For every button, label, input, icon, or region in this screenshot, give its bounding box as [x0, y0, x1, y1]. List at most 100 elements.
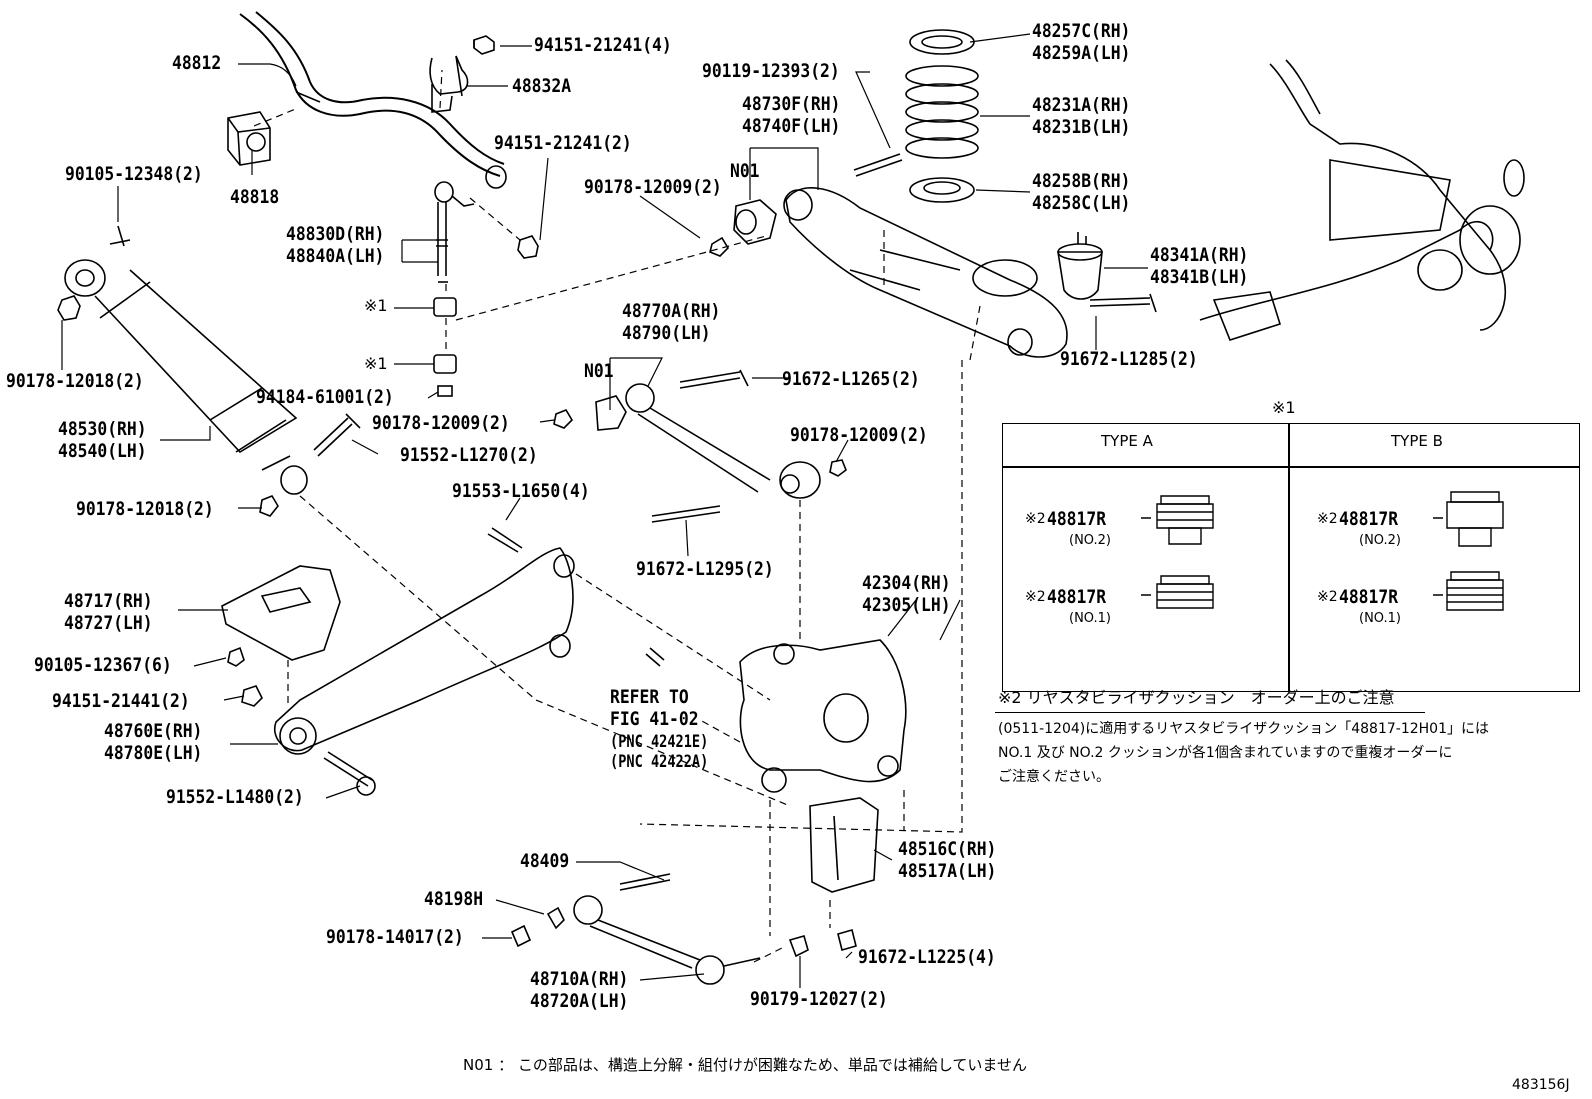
- label-48812: 48812: [172, 52, 222, 74]
- upper-control-arm: [783, 187, 1068, 358]
- label-48730F: 48730F(RH): [742, 93, 841, 115]
- label-48198H: 48198H: [424, 888, 484, 910]
- label-91672-L1285: 91672-L1285(2): [1060, 348, 1198, 370]
- label-48790: 48790(LH): [622, 322, 711, 344]
- knuckle: [645, 639, 907, 793]
- note-line-2: NO.1 及び NO.2 クッションが各1個含まれていますので重複オーダーに: [998, 745, 1453, 761]
- label-pnc-42422a: (PNC 42422A): [610, 752, 709, 772]
- label-N01-upper: N01: [730, 160, 760, 182]
- type-a-header: TYPE A: [1101, 432, 1153, 450]
- cushion-illustrations: [1141, 491, 1504, 611]
- stabilizer-link: [434, 181, 475, 283]
- label-90105-12348: 90105-12348(2): [65, 163, 203, 185]
- label-90179-12027: 90179-12027(2): [750, 988, 888, 1010]
- label-48516C: 48516C(RH): [898, 838, 997, 860]
- bracket-48516C: [809, 797, 879, 893]
- label-91672-L1295: 91672-L1295(2): [636, 558, 774, 580]
- cushion-type-table: TYPE A TYPE B ※2 48817R (NO.2) ※2 48817R…: [1002, 423, 1580, 692]
- type-b-part-bottom: 48817R: [1339, 586, 1399, 608]
- type-a-no1: (NO.1): [1069, 611, 1111, 626]
- label-90178-12009-a: 90178-12009(2): [584, 176, 722, 198]
- type-a-no2: (NO.2): [1069, 533, 1111, 548]
- bracket-48717: [221, 565, 341, 661]
- label-48409: 48409: [520, 850, 570, 872]
- bolt-91552-L1270: [313, 413, 361, 457]
- label-N01-lateral: N01: [584, 360, 614, 382]
- nut-94151-top: [473, 35, 495, 55]
- label-48840A: 48840A(LH): [286, 245, 385, 267]
- footer-n01-note: N01 ： この部品は、構造上分解・組付けが困難なため、単品では補給していません: [463, 1056, 1027, 1074]
- dashed-alignment-lines: [253, 69, 981, 963]
- label-90105-12367: 90105-12367(6): [34, 654, 172, 676]
- leader-lines: [61, 33, 1148, 988]
- type-a-mark2-bottom: ※2: [1025, 589, 1046, 605]
- label-48740F: 48740F(LH): [742, 115, 841, 137]
- type-b-no1: (NO.1): [1359, 611, 1401, 626]
- stabilizer-bar-drawing: [239, 11, 507, 189]
- label-48341B: 48341B(LH): [1150, 266, 1249, 288]
- label-90178-12009-c: 90178-12009(2): [790, 424, 928, 446]
- label-94151-21241-2: 94151-21241(2): [494, 132, 632, 154]
- note-line-3: ご注意ください。: [998, 769, 1110, 785]
- note-title-underline: [995, 712, 1425, 713]
- assembly-overview: [1199, 59, 1525, 341]
- ref1-mark-lower: ※1: [364, 354, 388, 373]
- bump-stopper: [1057, 232, 1103, 300]
- label-48717: 48717(RH): [64, 590, 153, 612]
- shock-absorber: [57, 225, 308, 517]
- bushing-N01-upper: [733, 199, 777, 245]
- label-48832A: 48832A: [512, 75, 572, 97]
- nut-94151-small: [517, 235, 539, 259]
- label-48258B: 48258B(RH): [1032, 170, 1131, 192]
- label-91553-L1650: 91553-L1650(4): [452, 480, 590, 502]
- label-refer-to: REFER TO: [610, 686, 689, 708]
- label-48540: 48540(LH): [58, 440, 147, 462]
- type-a-part-bottom: 48817R: [1047, 586, 1107, 608]
- label-48341A: 48341A(RH): [1150, 244, 1249, 266]
- type-b-mark2-bottom: ※2: [1317, 589, 1338, 605]
- label-48770A: 48770A(RH): [622, 300, 721, 322]
- label-48231A: 48231A(RH): [1032, 94, 1131, 116]
- lateral-arm: [553, 383, 847, 523]
- label-90119-12393: 90119-12393(2): [702, 60, 840, 82]
- label-94184-61001: 94184-61001(2): [256, 386, 394, 408]
- type-a-part-top: 48817R: [1047, 508, 1107, 530]
- ref1-mark-table: ※1: [1272, 398, 1296, 417]
- label-48517A: 48517A(LH): [898, 860, 997, 882]
- ref1-mark-upper: ※1: [364, 296, 388, 315]
- figure-id: 483156J: [1512, 1077, 1570, 1093]
- label-90178-14017: 90178-14017(2): [326, 926, 464, 948]
- label-pnc-42421e: (PNC 42421E): [610, 732, 709, 752]
- bracket-48832A: [429, 55, 469, 113]
- label-94151-21241-4: 94151-21241(4): [534, 34, 672, 56]
- label-42304: 42304(RH): [862, 572, 951, 594]
- label-91552-L1480: 91552-L1480(2): [166, 786, 304, 808]
- type-b-mark2-top: ※2: [1317, 511, 1338, 527]
- type-b-no2: (NO.2): [1359, 533, 1401, 548]
- label-91552-L1270: 91552-L1270(2): [400, 444, 538, 466]
- label-48231B: 48231B(LH): [1032, 116, 1131, 138]
- label-fig-41-02: FIG 41-02: [610, 708, 699, 730]
- label-91672-L1265: 91672-L1265(2): [782, 368, 920, 390]
- coil-spring: [905, 29, 979, 203]
- note-title: ※2 リヤスタビライザクッション オーダー上のご注意: [998, 688, 1395, 707]
- type-a-mark2-top: ※2: [1025, 511, 1046, 527]
- type-b-header: TYPE B: [1391, 432, 1443, 450]
- label-48780E: 48780E(LH): [104, 742, 203, 764]
- label-48257C: 48257C(RH): [1032, 20, 1131, 42]
- note-line-1: (0511-1204)に適用するリヤスタビライザクッション「48817-12H0…: [998, 721, 1489, 737]
- label-48710A: 48710A(RH): [530, 968, 629, 990]
- stabilizer-bushing-48818: [227, 111, 271, 166]
- label-42305: 42305(LH): [862, 594, 951, 616]
- label-48720A: 48720A(LH): [530, 990, 629, 1012]
- label-90178-12018-b: 90178-12018(2): [76, 498, 214, 520]
- table-divider-vertical: [1288, 424, 1290, 691]
- label-48259A: 48259A(LH): [1032, 42, 1131, 64]
- label-90178-12018-a: 90178-12018(2): [6, 370, 144, 392]
- label-48818: 48818: [230, 186, 280, 208]
- label-90178-12009-b: 90178-12009(2): [372, 412, 510, 434]
- label-48760E: 48760E(RH): [104, 720, 203, 742]
- label-48258C: 48258C(LH): [1032, 192, 1131, 214]
- label-48727: 48727(LH): [64, 612, 153, 634]
